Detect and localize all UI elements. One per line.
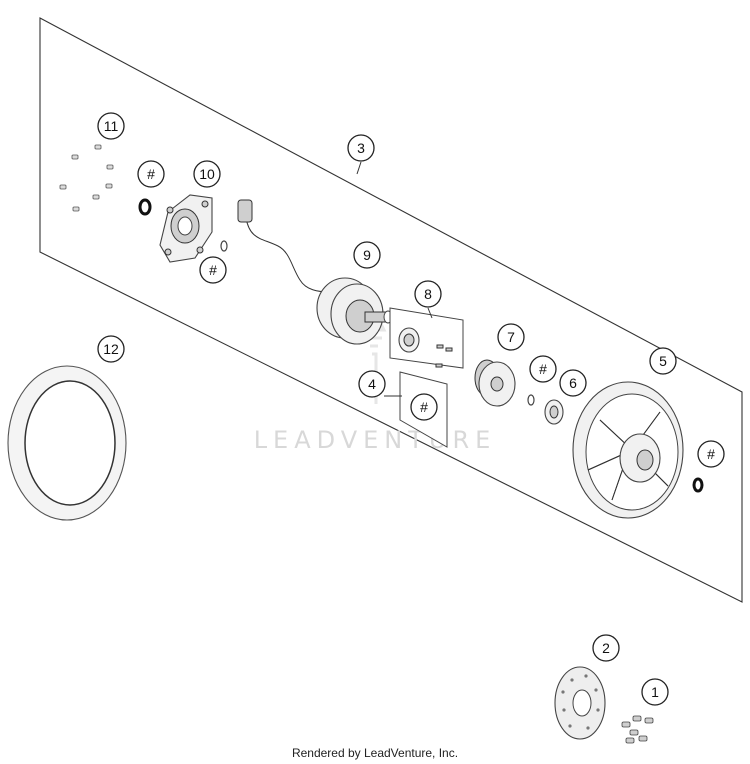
svg-text:#: #: [147, 166, 155, 182]
callout-12: 12: [97, 335, 125, 363]
callout-9: 9: [353, 241, 381, 269]
svg-text:#: #: [539, 361, 547, 377]
svg-text:12: 12: [103, 341, 119, 357]
bolts-group-11: [59, 144, 114, 212]
callout-8: 8: [414, 280, 442, 308]
svg-text:10: 10: [199, 166, 215, 182]
svg-text:5: 5: [659, 353, 667, 369]
callout-4: 4: [358, 370, 386, 398]
callout-11: 11: [97, 112, 125, 140]
stator-9: [237, 199, 393, 345]
seal-ring-left: [138, 198, 152, 216]
part-8-frame: [389, 307, 464, 369]
callout-10: 10: [193, 160, 221, 188]
leader-lines: [356, 161, 433, 397]
svg-text:1: 1: [651, 684, 659, 700]
watermark-logo-icon: [361, 306, 387, 404]
callout-hash-seal-right: #: [697, 440, 725, 468]
callout-6: 6: [559, 369, 587, 397]
cover-plate-10: [159, 194, 213, 263]
svg-text:#: #: [420, 399, 428, 415]
callout-7: 7: [497, 323, 525, 351]
small-ring: [220, 240, 228, 252]
callout-hash-seal-left: #: [137, 160, 165, 188]
hub-7: [474, 359, 516, 407]
tire-12: [7, 365, 127, 521]
svg-text:8: 8: [424, 286, 432, 302]
callout-hash-part-4: #: [410, 393, 438, 421]
callout-3: 3: [347, 134, 375, 162]
svg-text:7: 7: [507, 329, 515, 345]
svg-text:#: #: [707, 446, 715, 462]
svg-text:4: 4: [368, 376, 376, 392]
seal-ring-right: [692, 477, 704, 493]
svg-text:6: 6: [569, 375, 577, 391]
callout-1: 1: [641, 678, 669, 706]
callout-5: 5: [649, 347, 677, 375]
connector-plug: [237, 199, 253, 223]
wheel-rim-5: [572, 381, 684, 519]
footer-credit: Rendered by LeadVenture, Inc.: [292, 746, 458, 760]
svg-text:11: 11: [104, 118, 119, 134]
brake-disc-2: [554, 666, 606, 740]
bearing-6: [544, 399, 564, 425]
callout-hash-ring: #: [199, 256, 227, 284]
svg-text:#: #: [209, 262, 217, 278]
watermark-text: LEADVENTURE: [254, 426, 497, 454]
svg-text:3: 3: [357, 140, 365, 156]
callout-2: 2: [592, 634, 620, 662]
bearing-8: [398, 327, 453, 368]
svg-text:2: 2: [602, 640, 610, 656]
callout-hash-spacer: #: [529, 355, 557, 383]
svg-text:9: 9: [363, 247, 371, 263]
disc-bolts-1: [621, 715, 654, 744]
spacer-ring: [527, 394, 535, 406]
